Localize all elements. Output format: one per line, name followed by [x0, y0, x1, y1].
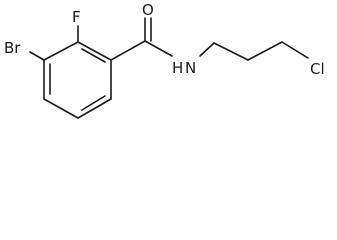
ring-double-bond-1 [81, 48, 106, 63]
benzene-ring [43, 41, 112, 119]
atom-label-oxygen: O [142, 1, 154, 19]
atom-label-nitrogen: N [185, 59, 196, 77]
bond-ch2-ch2-2 [247, 41, 283, 61]
atom-label-fluorine: F [72, 8, 81, 26]
atom-label-bromine: Br [4, 39, 21, 57]
ring-bond-3 [77, 98, 112, 119]
bond-carbonyl-n [144, 40, 173, 57]
atom-label-chlorine: Cl [310, 60, 325, 78]
ring-bond-6 [43, 41, 79, 61]
ring-bond-4 [43, 98, 79, 119]
molecule-drawing: Br F O H N Cl [4, 1, 325, 119]
atom-label-nitrogen-h: H [172, 59, 183, 77]
ring-bond-1 [77, 41, 112, 61]
bond-ch2-cl [281, 41, 309, 59]
ring-double-bond-2 [81, 95, 106, 111]
bond-ch2-ch2 [213, 42, 249, 61]
bond-c-br [29, 51, 45, 61]
structure-canvas: Br F O H N Cl [4, 1, 325, 119]
bond-ring-carbonyl [110, 40, 146, 61]
bond-n-ch2-1 [199, 42, 215, 57]
